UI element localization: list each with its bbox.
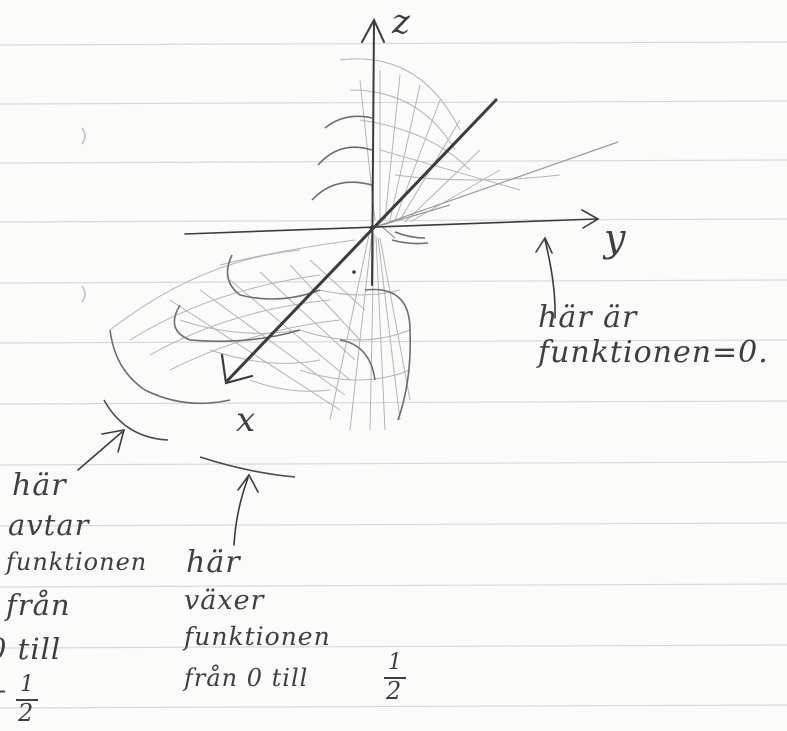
decreasing-annotation-line-1: här (12, 468, 67, 503)
boundary-curves (103, 399, 296, 478)
origin-dot (369, 225, 375, 231)
y-axis-label: y (604, 216, 627, 260)
zero-annotation-line-2: funktionen=0. (538, 335, 769, 370)
decreasing-fraction-sign: - (0, 676, 7, 704)
z-axis-label: z (392, 2, 411, 42)
z-axis (371, 21, 375, 286)
z-axis-arrowhead (361, 17, 385, 43)
decreasing-fraction-numerator: 1 (20, 672, 35, 697)
axes (184, 17, 600, 385)
increasing-fraction-numerator: 1 (388, 650, 403, 675)
decreasing-annotation-line-5: 0 till (0, 632, 62, 666)
y-axis-arrowhead (581, 209, 600, 229)
increasing-annotation-line-2: växer (184, 585, 265, 616)
rule-lines (0, 41, 787, 709)
margin-marks (81, 127, 86, 303)
y-axis (184, 218, 597, 235)
increasing-fraction-denominator: 2 (386, 677, 403, 705)
zero-annotation-line-1: här är (538, 300, 638, 335)
decreasing-annotation-line-2: avtar (8, 508, 90, 542)
tick-dot (352, 270, 356, 274)
annotation-arrows (77, 236, 556, 546)
decreasing-fraction-denominator: 2 (18, 699, 35, 727)
decreasing-fraction-bar (16, 699, 38, 701)
saddle-surface-hatching (109, 58, 561, 431)
x-axis-label: x (236, 400, 257, 440)
increasing-fraction-bar (384, 677, 406, 679)
x-axis-arrowhead (220, 353, 254, 385)
decreasing-annotation-line-4: från (6, 588, 71, 622)
increasing-annotation-line-1: här (186, 545, 241, 580)
arrow-to-zero-region (544, 239, 556, 319)
increasing-annotation-line-4: från 0 till (184, 664, 309, 692)
increasing-annotation-line-3: funktionen (184, 622, 331, 651)
decreasing-annotation-line-3: funktionen (6, 548, 148, 576)
arrow-to-increasing-curve (233, 477, 249, 546)
x-axis (226, 98, 498, 382)
surface-contours (109, 115, 429, 421)
arrow-to-decreasing-curve (77, 431, 123, 471)
